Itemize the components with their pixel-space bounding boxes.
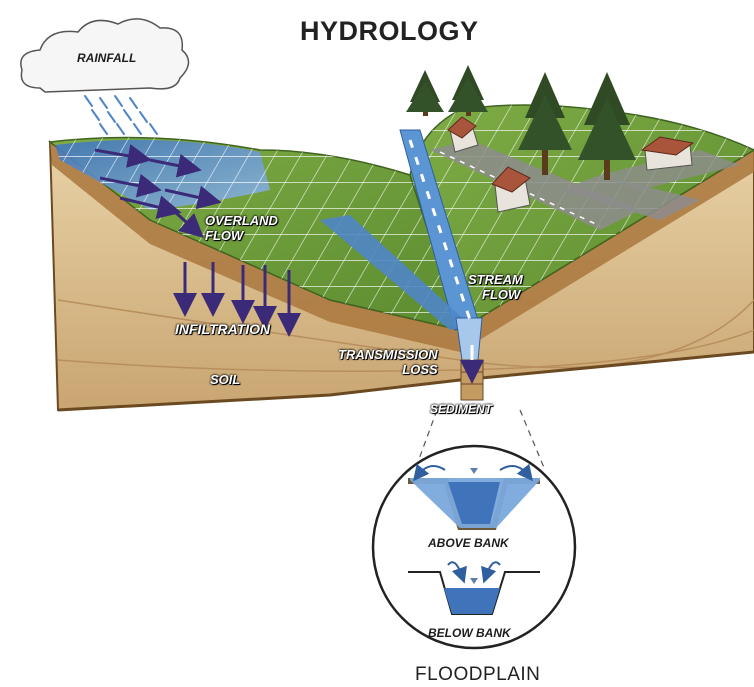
trees <box>406 65 636 180</box>
stream-flow-label-line1: STREAM <box>468 272 523 287</box>
transmission-loss-label-line1: TRANSMISSION <box>338 347 438 362</box>
infiltration-arrows <box>173 262 301 337</box>
stream-flow-label-line2: FLOW <box>482 287 521 302</box>
sediment-column <box>460 345 484 401</box>
above-bank-channel <box>408 463 540 530</box>
stream-flow-label: STREAM FLOW <box>468 272 523 302</box>
soil-label: SOIL <box>210 372 241 387</box>
transmission-loss-label: TRANSMISSION LOSS <box>338 347 438 377</box>
stream-channel <box>320 129 483 361</box>
house-icon <box>640 136 695 171</box>
overland-flow-arrows <box>94 144 222 239</box>
sediment-label: SEDIMENT <box>430 402 493 416</box>
below-bank-channel <box>408 561 540 615</box>
transmission-loss-label-line2: LOSS <box>402 362 438 377</box>
above-bank-label: ABOVE BANK <box>428 536 509 550</box>
tree-icon <box>518 72 572 175</box>
floodplain-inset <box>371 444 577 650</box>
raindrops <box>84 95 158 135</box>
rain-cloud <box>20 18 190 135</box>
floodplain-title: FLOODPLAIN <box>415 664 541 685</box>
infiltration-label: INFILTRATION <box>175 321 271 337</box>
house-icon <box>491 166 531 213</box>
house-icon <box>447 116 479 153</box>
overland-flow-label: OVERLAND FLOW <box>205 213 278 243</box>
diagram-title: HYDROLOGY <box>300 16 479 46</box>
overland-flow-label-line1: OVERLAND <box>205 213 278 228</box>
tree-icon <box>578 72 636 180</box>
rainfall-label: RAINFALL <box>77 51 137 65</box>
tree-icon <box>406 70 444 116</box>
below-bank-label: BELOW BANK <box>428 626 511 640</box>
tree-icon <box>448 65 488 116</box>
houses <box>447 116 695 213</box>
overland-flow-label-line2: FLOW <box>205 228 244 243</box>
